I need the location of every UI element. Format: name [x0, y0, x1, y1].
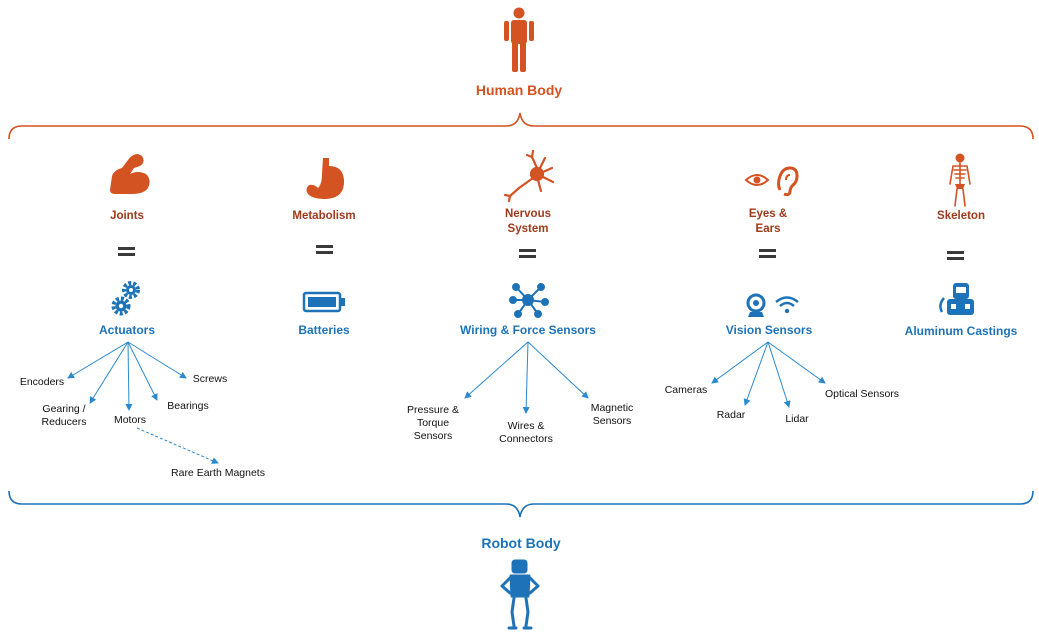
leaf-bearings: Bearings [167, 400, 209, 412]
human-label-line: System [507, 223, 549, 235]
human-label-line: Eyes & [748, 208, 788, 220]
robot-figure-icon [500, 559, 540, 630]
robot-body-title: Robot Body [481, 535, 561, 551]
flexed-arm-icon [110, 154, 150, 194]
human-body-title: Human Body [475, 82, 563, 98]
leaf-line: Sensors [592, 415, 632, 427]
human-label-joints: Joints [110, 210, 144, 222]
leaf-line: Connectors [499, 433, 553, 445]
equals-sign [519, 249, 536, 261]
leaf-line: Wires & [507, 420, 545, 432]
leaf-line: Pressure & [407, 404, 459, 416]
leaf-cameras: Cameras [664, 384, 708, 396]
person-icon [504, 7, 534, 72]
leaf-encoders: Encoders [19, 376, 65, 388]
equals-sign [759, 249, 776, 261]
human-brace [8, 112, 1034, 140]
leaf-radar: Radar [716, 409, 746, 421]
human-label-metabolism: Metabolism [292, 210, 356, 222]
leaf-rare-earth-magnets: Rare Earth Magnets [171, 467, 265, 479]
vision-arrows [711, 341, 826, 408]
human-label-line: Nervous [504, 208, 552, 220]
equals-sign [316, 245, 333, 257]
actuators-arrows [67, 341, 219, 464]
human-label-line: Ears [755, 223, 781, 235]
robot-label-vision-sensors: Vision Sensors [725, 323, 813, 337]
leaf-gearing-reducers: Gearing / Reducers [42, 403, 87, 429]
leaf-magnetic-sensors: Magnetic Sensors [591, 402, 634, 428]
human-label-eyes-ears: Eyes & Ears [749, 207, 787, 237]
leaf-line: Torque [416, 417, 450, 429]
robot-label-actuators: Actuators [98, 323, 156, 337]
leaf-pressure-torque-sensors: Pressure & Torque Sensors [407, 404, 459, 443]
human-label-nervous-system: Nervous System [505, 207, 551, 237]
equals-sign [947, 251, 964, 263]
leaf-line: Reducers [41, 416, 87, 428]
stomach-icon [306, 158, 345, 199]
webcam-wifi-icon [746, 293, 799, 317]
eye-ear-icon [744, 166, 799, 197]
robot-label-batteries: Batteries [298, 323, 350, 337]
human-label-skeleton: Skeleton [937, 210, 985, 222]
leaf-optical-sensors: Optical Sensors [824, 388, 900, 400]
leaf-lidar: Lidar [785, 413, 809, 425]
battery-icon [302, 291, 345, 313]
gears-icon [111, 281, 140, 316]
robot-label-aluminum-castings: Aluminum Castings [904, 324, 1018, 338]
skeleton-icon [949, 153, 971, 207]
equals-sign [118, 247, 135, 259]
leaf-line: Sensors [413, 430, 453, 442]
leaf-line: Magnetic [590, 402, 634, 414]
leaf-screws: Screws [192, 373, 228, 385]
wiring-arrows [464, 341, 589, 414]
robot-label-wiring-force-sensors: Wiring & Force Sensors [460, 323, 596, 337]
robot-brace [8, 490, 1034, 518]
leaf-wires-connectors: Wires & Connectors [499, 420, 553, 446]
network-icon [509, 283, 549, 318]
neuron-icon [503, 149, 555, 203]
leaf-motors: Motors [113, 414, 147, 426]
leaf-line: Gearing / [42, 403, 86, 415]
robot-machine-icon [939, 283, 974, 315]
